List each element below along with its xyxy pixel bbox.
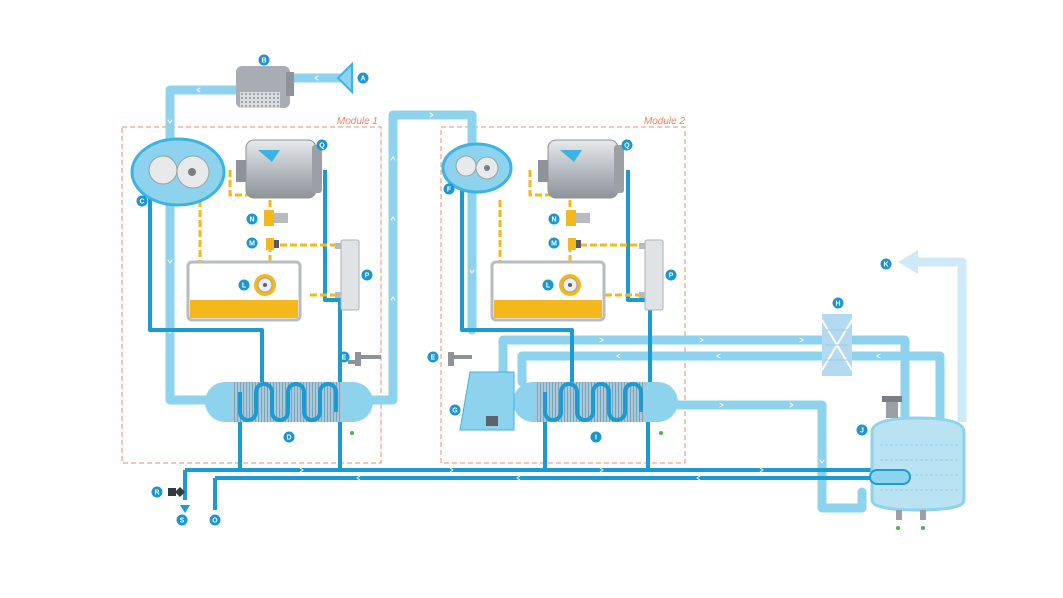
outlet-arrow-k (898, 250, 918, 274)
air-inlet-funnel (336, 61, 353, 95)
svg-text:L: L (546, 283, 551, 290)
svg-text:J: J (860, 428, 864, 435)
svg-text:E: E (342, 355, 347, 362)
svg-text:L: L (242, 283, 247, 290)
aftercooler-d (205, 382, 373, 422)
marker-h: H (832, 297, 844, 309)
compressor-element-c (130, 137, 226, 207)
air-flow-chevrons (167, 75, 881, 464)
outlet-pipe-k (918, 257, 967, 422)
marker-a: A (357, 72, 369, 84)
svg-text:O: O (212, 518, 218, 525)
svg-text:M: M (551, 241, 557, 248)
svg-text:D: D (286, 435, 291, 442)
marker-r: R (151, 486, 163, 498)
marker-m-module-2: M (548, 237, 560, 249)
svg-text:Q: Q (319, 143, 325, 150)
marker-q-module-2: Q (621, 139, 633, 151)
motor-module-1 (236, 139, 322, 199)
air-intake-filter (236, 66, 294, 108)
marker-l-module-2: L (542, 279, 554, 291)
svg-text:B: B (261, 58, 266, 65)
svg-text:C: C (139, 199, 144, 206)
motor-module-2 (538, 139, 624, 199)
compressor-element-f (441, 142, 513, 194)
module-1-frame (121, 126, 382, 464)
oil-cooler-module-1 (335, 239, 360, 311)
svg-text:H: H (835, 301, 840, 308)
module-1-label: Module 1 (337, 116, 378, 127)
svg-text:N: N (551, 217, 556, 224)
water-separator-g (459, 371, 515, 431)
thermostatic-valve-module-2 (568, 238, 581, 250)
marker-q-module-1: Q (316, 139, 328, 151)
thermostatic-valve-module-1 (266, 238, 279, 250)
marker-d: D (283, 431, 295, 443)
svg-text:A: A (360, 76, 365, 83)
marker-p-module-2: P (665, 269, 677, 281)
svg-text:K: K (883, 262, 888, 269)
marker-c: C (136, 195, 148, 207)
drain-valve-module-2 (448, 352, 472, 366)
marker-p-module-1: P (361, 269, 373, 281)
marker-g: G (449, 404, 461, 416)
marker-i: I (590, 431, 602, 443)
oil-tank-module-2 (490, 260, 606, 322)
oil-pump-module-1 (254, 274, 276, 296)
marker-n-module-2: N (548, 213, 560, 225)
svg-text:M: M (249, 241, 255, 248)
svg-text:I: I (595, 435, 597, 442)
water-outlet-arrow (180, 505, 190, 513)
marker-e-module-2: E (427, 351, 439, 363)
oil-filter-module-2 (566, 210, 590, 226)
marker-n-module-1: N (246, 213, 258, 225)
svg-text:Q: Q (624, 143, 630, 150)
intercooler-i (513, 382, 678, 422)
svg-text:E: E (431, 355, 436, 362)
drain-valve-module-1 (348, 352, 381, 366)
condensate-drops (350, 431, 925, 530)
svg-text:S: S (180, 518, 185, 525)
svg-text:P: P (669, 273, 674, 280)
marker-f: F (443, 183, 455, 195)
marker-b: B (258, 54, 270, 66)
marker-l-module-1: L (238, 279, 250, 291)
module-2-label: Module 2 (644, 116, 686, 127)
svg-text:G: G (452, 408, 458, 415)
marker-m-module-1: M (246, 237, 258, 249)
dryer-vessel-j (869, 396, 966, 520)
marker-j: J (856, 424, 868, 436)
oil-pump-module-2 (559, 274, 581, 296)
module-2-frame (440, 126, 686, 464)
oil-filter-module-1 (264, 210, 288, 226)
oil-cooler-module-2 (639, 239, 664, 311)
svg-text:R: R (154, 490, 159, 497)
marker-e-module-1: E (338, 351, 350, 363)
heat-exchanger-h (821, 314, 853, 376)
svg-text:P: P (365, 273, 370, 280)
marker-s: S (176, 514, 188, 526)
oil-tank-module-1 (186, 260, 302, 322)
marker-o: O (209, 514, 221, 526)
marker-k: K (880, 258, 892, 270)
svg-text:N: N (249, 217, 254, 224)
water-control-valve (168, 487, 185, 497)
water-flow-chevrons (299, 467, 764, 481)
marker-badges: A B C D E E F G H I J K L L M M N N O P … (136, 54, 892, 526)
svg-text:F: F (447, 187, 452, 194)
